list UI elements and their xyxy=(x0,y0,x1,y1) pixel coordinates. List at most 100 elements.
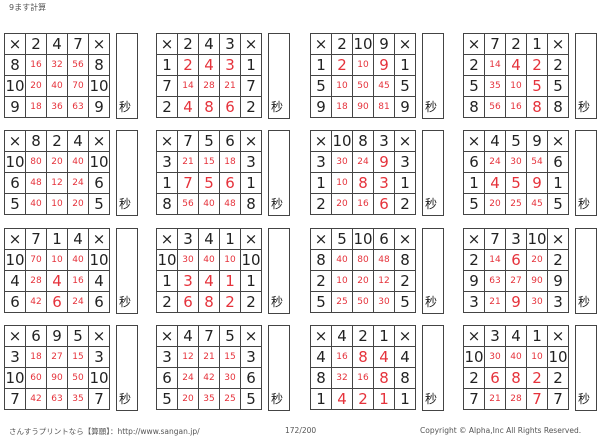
product-cell[interactable]: 40 xyxy=(46,75,68,97)
product-cell[interactable]: 80 xyxy=(352,249,374,271)
product-cell[interactable]: 14 xyxy=(484,54,506,76)
product-cell[interactable]: 42 xyxy=(198,367,220,389)
time-answer-box[interactable]: 秒 xyxy=(116,33,138,119)
product-cell[interactable]: 7 xyxy=(526,388,548,410)
product-cell[interactable]: 35 xyxy=(67,388,89,410)
product-cell[interactable]: 56 xyxy=(177,193,199,215)
product-cell[interactable]: 15 xyxy=(198,151,220,173)
product-cell[interactable]: 16 xyxy=(25,54,47,76)
product-cell[interactable]: 30 xyxy=(331,151,353,173)
product-cell[interactable]: 18 xyxy=(25,96,47,118)
product-cell[interactable]: 56 xyxy=(67,54,89,76)
product-cell[interactable]: 20 xyxy=(352,270,374,292)
product-cell[interactable]: 16 xyxy=(352,193,374,215)
product-cell[interactable]: 6 xyxy=(505,249,527,271)
product-cell[interactable]: 28 xyxy=(505,388,527,410)
product-cell[interactable]: 24 xyxy=(484,151,506,173)
time-answer-box[interactable]: 秒 xyxy=(422,130,444,216)
product-cell[interactable]: 70 xyxy=(67,75,89,97)
product-cell[interactable]: 6 xyxy=(219,96,241,118)
product-cell[interactable]: 4 xyxy=(484,172,506,194)
product-cell[interactable]: 4 xyxy=(198,54,220,76)
product-cell[interactable]: 20 xyxy=(331,193,353,215)
product-cell[interactable]: 18 xyxy=(331,96,353,118)
product-cell[interactable]: 4 xyxy=(373,346,395,368)
product-cell[interactable]: 8 xyxy=(198,291,220,313)
product-cell[interactable]: 12 xyxy=(177,346,199,368)
product-cell[interactable]: 35 xyxy=(484,75,506,97)
time-answer-box[interactable]: 秒 xyxy=(268,228,290,314)
product-cell[interactable]: 63 xyxy=(46,388,68,410)
product-cell[interactable]: 8 xyxy=(373,367,395,389)
product-cell[interactable]: 20 xyxy=(67,193,89,215)
product-cell[interactable]: 45 xyxy=(373,75,395,97)
product-cell[interactable]: 9 xyxy=(505,291,527,313)
product-cell[interactable]: 21 xyxy=(198,346,220,368)
time-answer-box[interactable]: 秒 xyxy=(268,130,290,216)
product-cell[interactable]: 54 xyxy=(526,151,548,173)
product-cell[interactable]: 30 xyxy=(505,151,527,173)
product-cell[interactable]: 30 xyxy=(177,249,199,271)
time-answer-box[interactable]: 秒 xyxy=(268,33,290,119)
product-cell[interactable]: 3 xyxy=(219,54,241,76)
product-cell[interactable]: 40 xyxy=(198,249,220,271)
product-cell[interactable]: 4 xyxy=(46,270,68,292)
product-cell[interactable]: 50 xyxy=(352,291,374,313)
product-cell[interactable]: 45 xyxy=(526,193,548,215)
product-cell[interactable]: 10 xyxy=(46,193,68,215)
product-cell[interactable]: 14 xyxy=(484,249,506,271)
product-cell[interactable]: 4 xyxy=(331,388,353,410)
product-cell[interactable]: 6 xyxy=(373,193,395,215)
product-cell[interactable]: 18 xyxy=(25,346,47,368)
product-cell[interactable]: 16 xyxy=(505,96,527,118)
product-cell[interactable]: 60 xyxy=(25,367,47,389)
product-cell[interactable]: 8 xyxy=(526,96,548,118)
product-cell[interactable]: 30 xyxy=(219,367,241,389)
product-cell[interactable]: 30 xyxy=(484,346,506,368)
product-cell[interactable]: 2 xyxy=(526,54,548,76)
product-cell[interactable]: 6 xyxy=(484,367,506,389)
product-cell[interactable]: 9 xyxy=(526,172,548,194)
time-answer-box[interactable]: 秒 xyxy=(422,325,444,411)
time-answer-box[interactable]: 秒 xyxy=(575,228,597,314)
product-cell[interactable]: 40 xyxy=(331,249,353,271)
product-cell[interactable]: 25 xyxy=(219,388,241,410)
product-cell[interactable]: 20 xyxy=(25,75,47,97)
product-cell[interactable]: 21 xyxy=(219,75,241,97)
product-cell[interactable]: 14 xyxy=(177,75,199,97)
product-cell[interactable]: 50 xyxy=(352,75,374,97)
product-cell[interactable]: 10 xyxy=(331,75,353,97)
product-cell[interactable]: 27 xyxy=(505,270,527,292)
product-cell[interactable]: 4 xyxy=(505,54,527,76)
product-cell[interactable]: 32 xyxy=(331,367,353,389)
product-cell[interactable]: 42 xyxy=(25,388,47,410)
product-cell[interactable]: 30 xyxy=(373,291,395,313)
product-cell[interactable]: 6 xyxy=(46,291,68,313)
product-cell[interactable]: 6 xyxy=(177,291,199,313)
product-cell[interactable]: 16 xyxy=(331,346,353,368)
product-cell[interactable]: 3 xyxy=(177,270,199,292)
product-cell[interactable]: 90 xyxy=(46,367,68,389)
product-cell[interactable]: 90 xyxy=(352,96,374,118)
product-cell[interactable]: 27 xyxy=(46,346,68,368)
product-cell[interactable]: 70 xyxy=(25,249,47,271)
product-cell[interactable]: 2 xyxy=(331,54,353,76)
product-cell[interactable]: 10 xyxy=(331,270,353,292)
product-cell[interactable]: 6 xyxy=(219,172,241,194)
product-cell[interactable]: 15 xyxy=(67,346,89,368)
time-answer-box[interactable]: 秒 xyxy=(575,33,597,119)
product-cell[interactable]: 40 xyxy=(67,151,89,173)
product-cell[interactable]: 2 xyxy=(177,54,199,76)
time-answer-box[interactable]: 秒 xyxy=(268,325,290,411)
product-cell[interactable]: 21 xyxy=(484,291,506,313)
product-cell[interactable]: 50 xyxy=(67,367,89,389)
product-cell[interactable]: 1 xyxy=(219,270,241,292)
time-answer-box[interactable]: 秒 xyxy=(116,228,138,314)
product-cell[interactable]: 4 xyxy=(198,270,220,292)
product-cell[interactable]: 80 xyxy=(25,151,47,173)
product-cell[interactable]: 42 xyxy=(25,291,47,313)
product-cell[interactable]: 30 xyxy=(526,291,548,313)
product-cell[interactable]: 2 xyxy=(219,291,241,313)
product-cell[interactable]: 12 xyxy=(373,270,395,292)
product-cell[interactable]: 16 xyxy=(67,270,89,292)
